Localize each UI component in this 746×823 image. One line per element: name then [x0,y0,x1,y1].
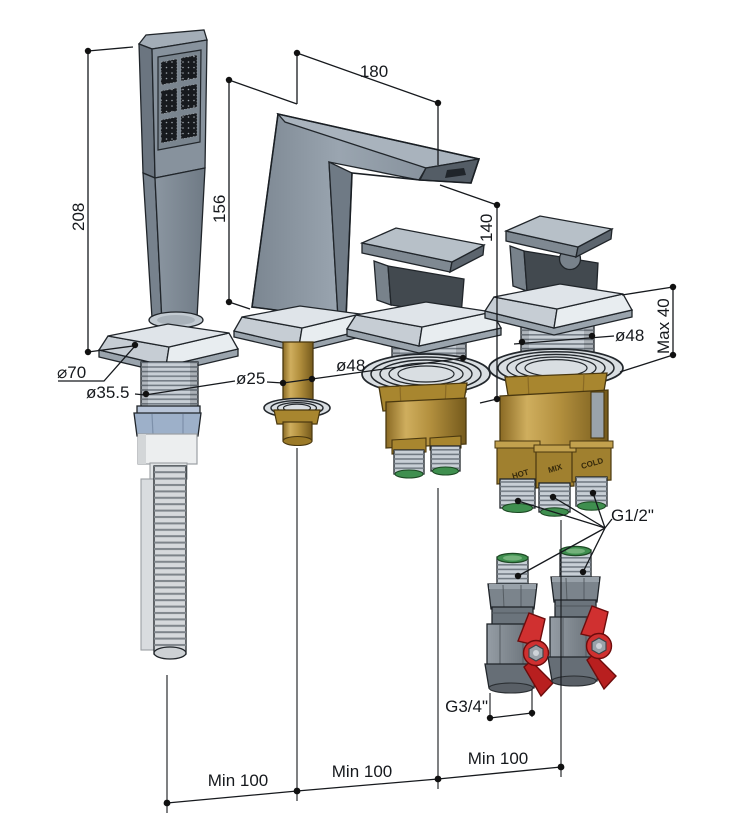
valve-left-handle [359,227,486,317]
dim-label-dia35-5: ø35.5 [86,383,129,402]
valve-unit-left [345,227,502,479]
dim-label-180: 180 [360,62,388,81]
dim-156: 156 [210,76,298,310]
extension-lines [166,448,562,813]
dim-label-dia25: ø25 [236,369,265,388]
shower-hose [137,433,198,660]
dim-label-dia70: ⌀70 [57,363,86,382]
dim-label-dia48-left: ø48 [336,356,365,375]
dim-208: 208 [69,46,134,356]
valve-unit-right: HOT MIX COLD [483,215,633,517]
valve-left-outlets [391,435,462,479]
shower-thread [140,361,199,411]
dim-label-208: 208 [69,203,88,231]
dim-label-max40: Max 40 [654,298,673,354]
dim-dia48-right: ø48 [513,326,644,346]
spout-pipe [282,341,314,405]
valve-right-flange [483,283,633,336]
dim-140: 140 [439,184,501,404]
check-valve-right [547,545,617,690]
spout [233,112,481,447]
dim-dia25: ø25 [236,357,464,388]
spout-outlet [445,168,466,178]
dim-label-min100-1: Min 100 [208,771,268,790]
dim-dia70: ⌀70 [57,341,139,382]
shower-nut [133,405,202,437]
shower-head [137,29,208,324]
dim-label-156: 156 [210,195,229,223]
valve-left-body [385,397,467,449]
dim-dia35-5: ø35.5 [86,380,236,402]
hand-shower [97,29,239,660]
valve-right-ports: HOT MIX COLD [494,440,614,517]
dim-label-g12: G1/2" [611,506,654,525]
dim-dia48-left: ø48 [336,354,467,375]
dim-180: 180 [293,49,442,165]
valve-left-flange [345,301,502,354]
dim-label-dia48-right: ø48 [615,326,644,345]
dim-label-min100-2: Min 100 [332,762,392,781]
dim-label-min100-3: Min 100 [468,749,528,768]
dim-g12: G1/2" [514,489,654,580]
dim-label-140: 140 [477,214,496,242]
dim-max40: Max 40 [619,283,677,373]
dim-g34: G3/4" [445,689,536,722]
dim-label-g34: G3/4" [445,697,488,716]
dim-min100-baseline: Min 100 Min 100 Min 100 [163,749,565,807]
port-label-mix: MIX [547,462,564,475]
